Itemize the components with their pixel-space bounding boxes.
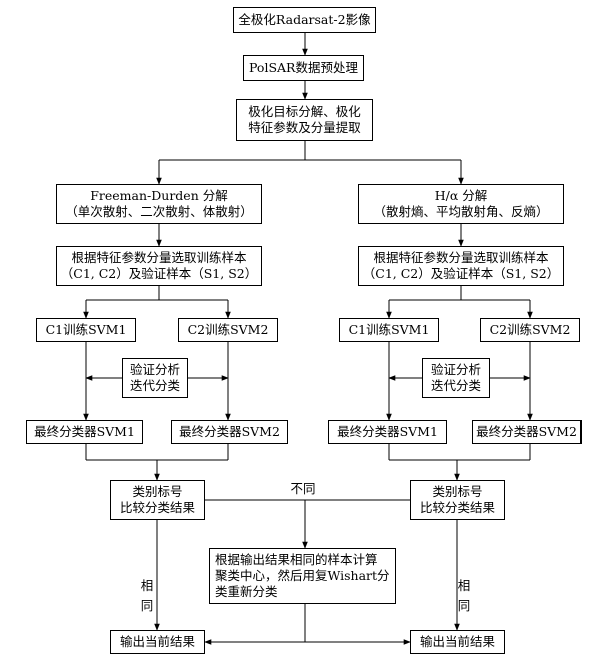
train-svm1-left-box: C1训练SVM1 [36, 318, 136, 342]
output-left-box: 输出当前结果 [110, 630, 205, 654]
same-label-left: 相同 [140, 578, 154, 613]
final-svm1-left-box: 最终分类器SVM1 [26, 420, 143, 444]
final-svm1-right-box: 最终分类器SVM1 [328, 420, 447, 444]
wishart-reclassify-box: 根据输出结果相同的样本计算聚类中心，然后用复Wishart分类重新分类 [209, 548, 396, 604]
preprocessing-box: PolSAR数据预处理 [243, 55, 364, 81]
sample-selection-right-box: 根据特征参数分量选取训练样本（C1, C2）及验证样本（S1, S2） [358, 246, 564, 286]
h-alpha-box: H/α 分解（散射熵、平均散射角、反熵） [358, 184, 564, 224]
label-compare-right-box: 类别标号比较分类结果 [410, 480, 505, 520]
same-label-right: 相同 [457, 578, 471, 613]
sample-selection-left-box: 根据特征参数分量选取训练样本（C1, C2）及验证样本（S1, S2） [56, 246, 262, 286]
freeman-durden-box: Freeman-Durden 分解（单次散射、二次散射、体散射） [56, 184, 262, 224]
label-compare-left-box: 类别标号比较分类结果 [110, 480, 205, 520]
train-svm2-left-box: C2训练SVM2 [178, 318, 278, 342]
validation-iteration-left-box: 验证分析迭代分类 [122, 358, 188, 398]
input-image-box: 全极化Radarsat-2影像 [233, 7, 376, 33]
train-svm1-right-box: C1训练SVM1 [339, 318, 439, 342]
validation-iteration-right-box: 验证分析迭代分类 [422, 358, 490, 398]
different-label: 不同 [290, 481, 316, 496]
output-right-box: 输出当前结果 [410, 630, 505, 654]
final-svm2-right-box: 最终分类器SVM2 [472, 420, 582, 444]
final-svm2-left-box: 最终分类器SVM2 [171, 420, 288, 444]
train-svm2-right-box: C2训练SVM2 [480, 318, 580, 342]
decomposition-extraction-box: 极化目标分解、极化特征参数及分量提取 [236, 99, 373, 141]
